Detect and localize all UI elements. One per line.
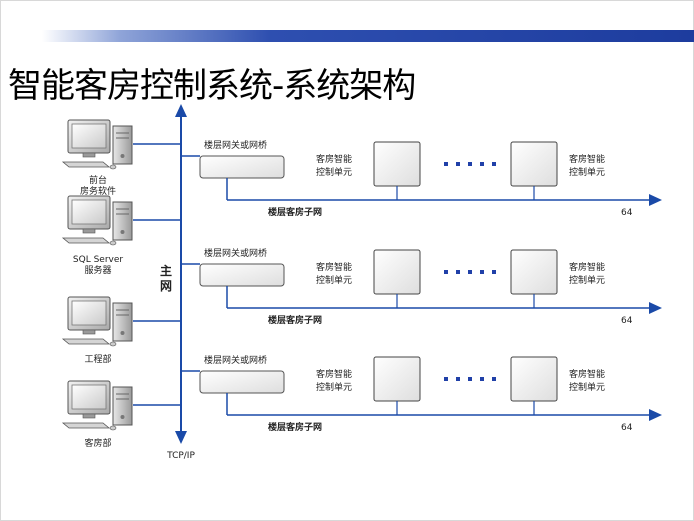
ellipsis-dots <box>444 162 496 166</box>
controller-label: 控制单元 <box>316 381 352 393</box>
gateway-label: 楼层网关或网桥 <box>204 139 267 151</box>
workstation-label: 房务软件 <box>80 185 116 197</box>
room-count: 64 <box>621 423 633 433</box>
workstation-label: 工程部 <box>84 353 111 365</box>
controller-label: 客房智能 <box>569 368 605 380</box>
subnet-label: 楼层客房子网 <box>268 206 322 218</box>
controller-box <box>373 356 421 402</box>
room-count: 64 <box>621 208 633 218</box>
computer-icon <box>61 380 133 431</box>
backbone-label-line2: 网 <box>160 279 172 293</box>
guest-dept-computer: 客房部 <box>61 380 181 449</box>
controller-box <box>510 141 558 187</box>
computer-icon <box>61 119 133 170</box>
workstation-label: SQL Server <box>73 255 123 265</box>
protocol-label: TCP/IP <box>166 451 195 461</box>
computer-icon <box>61 296 133 347</box>
controller-label: 控制单元 <box>569 166 605 178</box>
subnet-arrow <box>649 409 662 421</box>
backbone-arrow-up <box>175 104 187 117</box>
header-bar <box>42 30 694 42</box>
controller-label: 控制单元 <box>569 274 605 286</box>
controller-label: 客房智能 <box>569 261 605 273</box>
controller-label: 客房智能 <box>316 368 352 380</box>
ellipsis-dots <box>444 270 496 274</box>
backbone-arrow-down <box>175 431 187 444</box>
workstation-label: 服务器 <box>84 264 111 276</box>
computer-icon <box>61 195 133 246</box>
subnet-label: 楼层客房子网 <box>268 421 322 433</box>
backbone: 主 网 TCP/IP <box>160 104 195 461</box>
controller-box <box>373 249 421 295</box>
engineering-computer: 工程部 <box>61 296 181 365</box>
gateway-box <box>199 155 285 179</box>
controller-label: 控制单元 <box>316 166 352 178</box>
controller-box <box>510 356 558 402</box>
gateway-box <box>199 263 285 287</box>
gateway-box <box>199 370 285 394</box>
gateway-label: 楼层网关或网桥 <box>204 354 267 366</box>
subnet-arrow <box>649 194 662 206</box>
controller-box <box>510 249 558 295</box>
room-count: 64 <box>621 316 633 326</box>
subnet-label: 楼层客房子网 <box>268 314 322 326</box>
controller-label: 控制单元 <box>569 381 605 393</box>
subnet-arrow <box>649 302 662 314</box>
workstation-label: 前台 <box>89 174 107 186</box>
workstation-label: 客房部 <box>84 437 111 449</box>
controller-label: 控制单元 <box>316 274 352 286</box>
page-title: 智能客房控制系统-系统架构 <box>8 66 416 106</box>
controller-label: 客房智能 <box>316 261 352 273</box>
backbone-label-line1: 主 <box>160 263 172 278</box>
controller-label: 客房智能 <box>569 153 605 165</box>
controller-label: 客房智能 <box>316 153 352 165</box>
controller-box <box>373 141 421 187</box>
ellipsis-dots <box>444 377 496 381</box>
gateway-label: 楼层网关或网桥 <box>204 247 267 259</box>
